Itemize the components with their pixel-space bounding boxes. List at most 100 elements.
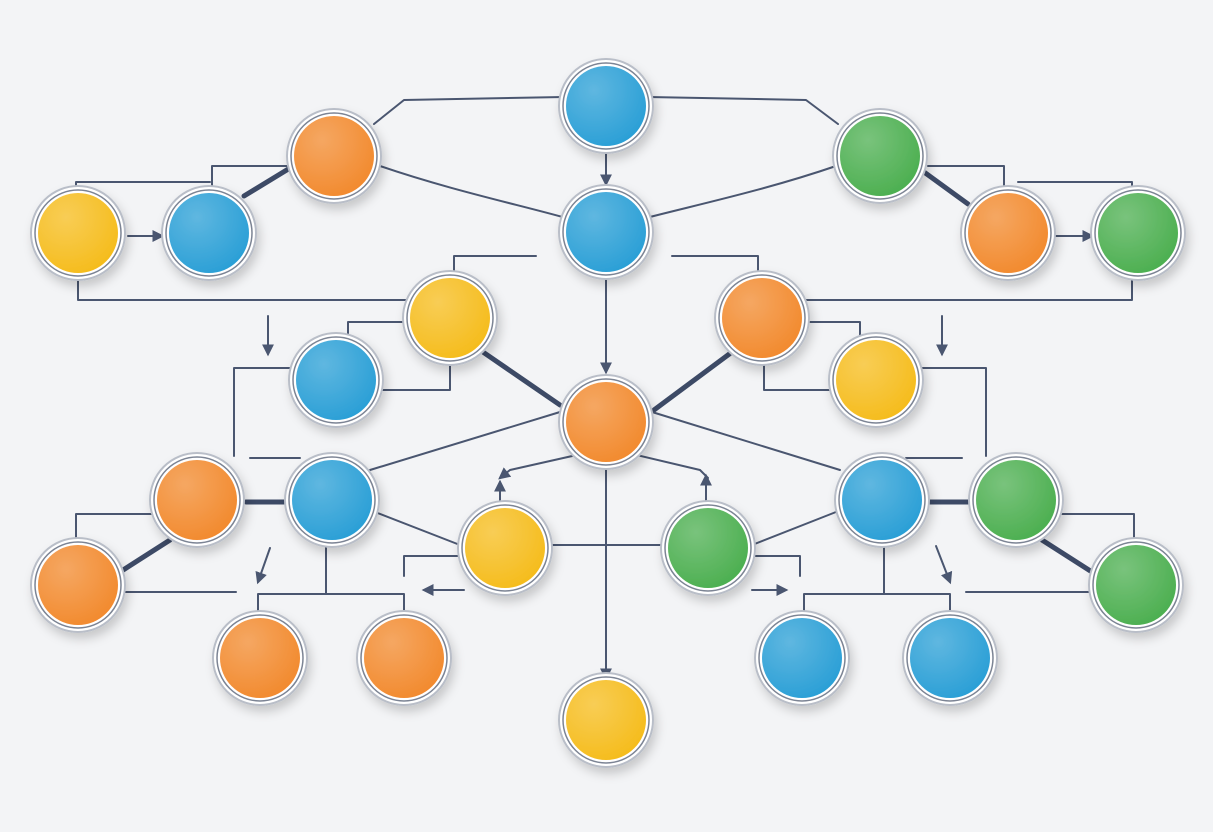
node-mid-right-yellow — [828, 332, 924, 428]
node-bottom-right-green-edge — [1088, 537, 1184, 633]
node-outline — [758, 614, 846, 702]
connector-line — [211, 165, 293, 187]
node-outline — [664, 504, 752, 592]
node-outline — [153, 456, 241, 544]
node-outline — [34, 189, 122, 277]
node-lower-left-orange — [149, 452, 245, 548]
node-fill-orange — [566, 382, 646, 462]
node-far-right-green — [1090, 185, 1186, 281]
connector-line — [651, 411, 841, 471]
connector-line — [927, 165, 1005, 191]
node-mid-left-yellow — [402, 270, 498, 366]
node-fill-blue — [566, 192, 646, 272]
node-lower-center-yellow — [457, 500, 553, 596]
connector-line — [75, 513, 153, 539]
connector-line — [241, 165, 293, 199]
node-right-green-top — [832, 108, 928, 204]
node-fill-yellow — [410, 278, 490, 358]
node-fill-orange — [157, 460, 237, 540]
node-outline — [165, 189, 253, 277]
node-fill-orange — [364, 618, 444, 698]
node-leaf-blue-2 — [902, 610, 998, 706]
node-outline — [832, 336, 920, 424]
connector-line — [347, 321, 409, 339]
node-fill-green — [976, 460, 1056, 540]
node-lower-center-green — [660, 500, 756, 596]
node-fill-blue — [762, 618, 842, 698]
node-fill-yellow — [465, 508, 545, 588]
node-outline — [406, 274, 494, 362]
connector-line — [477, 347, 563, 408]
connector-line — [647, 96, 839, 125]
connector-line — [763, 359, 837, 391]
connector-line — [498, 451, 591, 480]
connector-line — [453, 255, 537, 275]
node-outline — [972, 456, 1060, 544]
node-outline — [288, 456, 376, 544]
node-left-blue-2 — [161, 185, 257, 281]
node-outline — [292, 336, 380, 424]
node-lower-right-blue — [834, 452, 930, 548]
connector-line — [805, 275, 1133, 301]
node-outline — [718, 274, 806, 362]
connector-line — [379, 165, 567, 219]
node-outline — [461, 504, 549, 592]
node-fill-green — [668, 508, 748, 588]
node-fill-blue — [296, 340, 376, 420]
node-outline — [964, 189, 1052, 277]
node-fill-green — [840, 116, 920, 196]
connector-line — [255, 547, 271, 585]
node-fill-orange — [220, 618, 300, 698]
node-outline — [360, 614, 448, 702]
node-outline — [1094, 189, 1182, 277]
node-far-left-yellow — [30, 185, 126, 281]
connector-line — [117, 537, 173, 575]
node-outline — [1092, 541, 1180, 629]
node-fill-blue — [292, 460, 372, 540]
node-outline — [562, 378, 650, 466]
node-fill-orange — [294, 116, 374, 196]
connector-line — [369, 411, 561, 471]
connector-line — [921, 169, 971, 207]
connector-line — [403, 555, 465, 577]
node-bottom-left-orange-edge — [30, 537, 126, 633]
node-fill-green — [1096, 545, 1176, 625]
node-outline — [216, 614, 304, 702]
node-center-orange — [558, 374, 654, 470]
node-outline — [562, 62, 650, 150]
node-fill-green — [1098, 193, 1178, 273]
node-outline — [34, 541, 122, 629]
connector-line — [651, 349, 735, 413]
node-lower-right-green — [968, 452, 1064, 548]
connector-line — [645, 165, 837, 219]
node-hub-top — [558, 184, 654, 280]
node-mid-right-orange — [714, 270, 810, 366]
node-fill-blue — [169, 193, 249, 273]
node-fill-blue — [566, 66, 646, 146]
connector-line — [257, 593, 405, 613]
node-fill-yellow — [566, 680, 646, 760]
connector-line — [373, 96, 565, 125]
connector-line — [77, 275, 411, 301]
node-outline — [836, 112, 924, 200]
connector-line — [671, 255, 759, 275]
connector-line — [75, 181, 211, 187]
connector-line — [919, 367, 987, 457]
node-outline — [906, 614, 994, 702]
node-mid-left-blue — [288, 332, 384, 428]
node-leaf-blue-1 — [754, 610, 850, 706]
connector-line — [805, 321, 861, 339]
connector-lines — [75, 96, 1135, 681]
node-fill-orange — [38, 545, 118, 625]
connector-line — [1061, 513, 1135, 539]
node-group — [30, 58, 1186, 768]
node-outline — [562, 676, 650, 764]
node-leaf-orange-2 — [356, 610, 452, 706]
node-left-orange-top — [286, 108, 382, 204]
node-fill-orange — [968, 193, 1048, 273]
node-outline — [290, 112, 378, 200]
node-lower-left-blue — [284, 452, 380, 548]
node-fill-yellow — [38, 193, 118, 273]
connector-line — [803, 593, 951, 613]
